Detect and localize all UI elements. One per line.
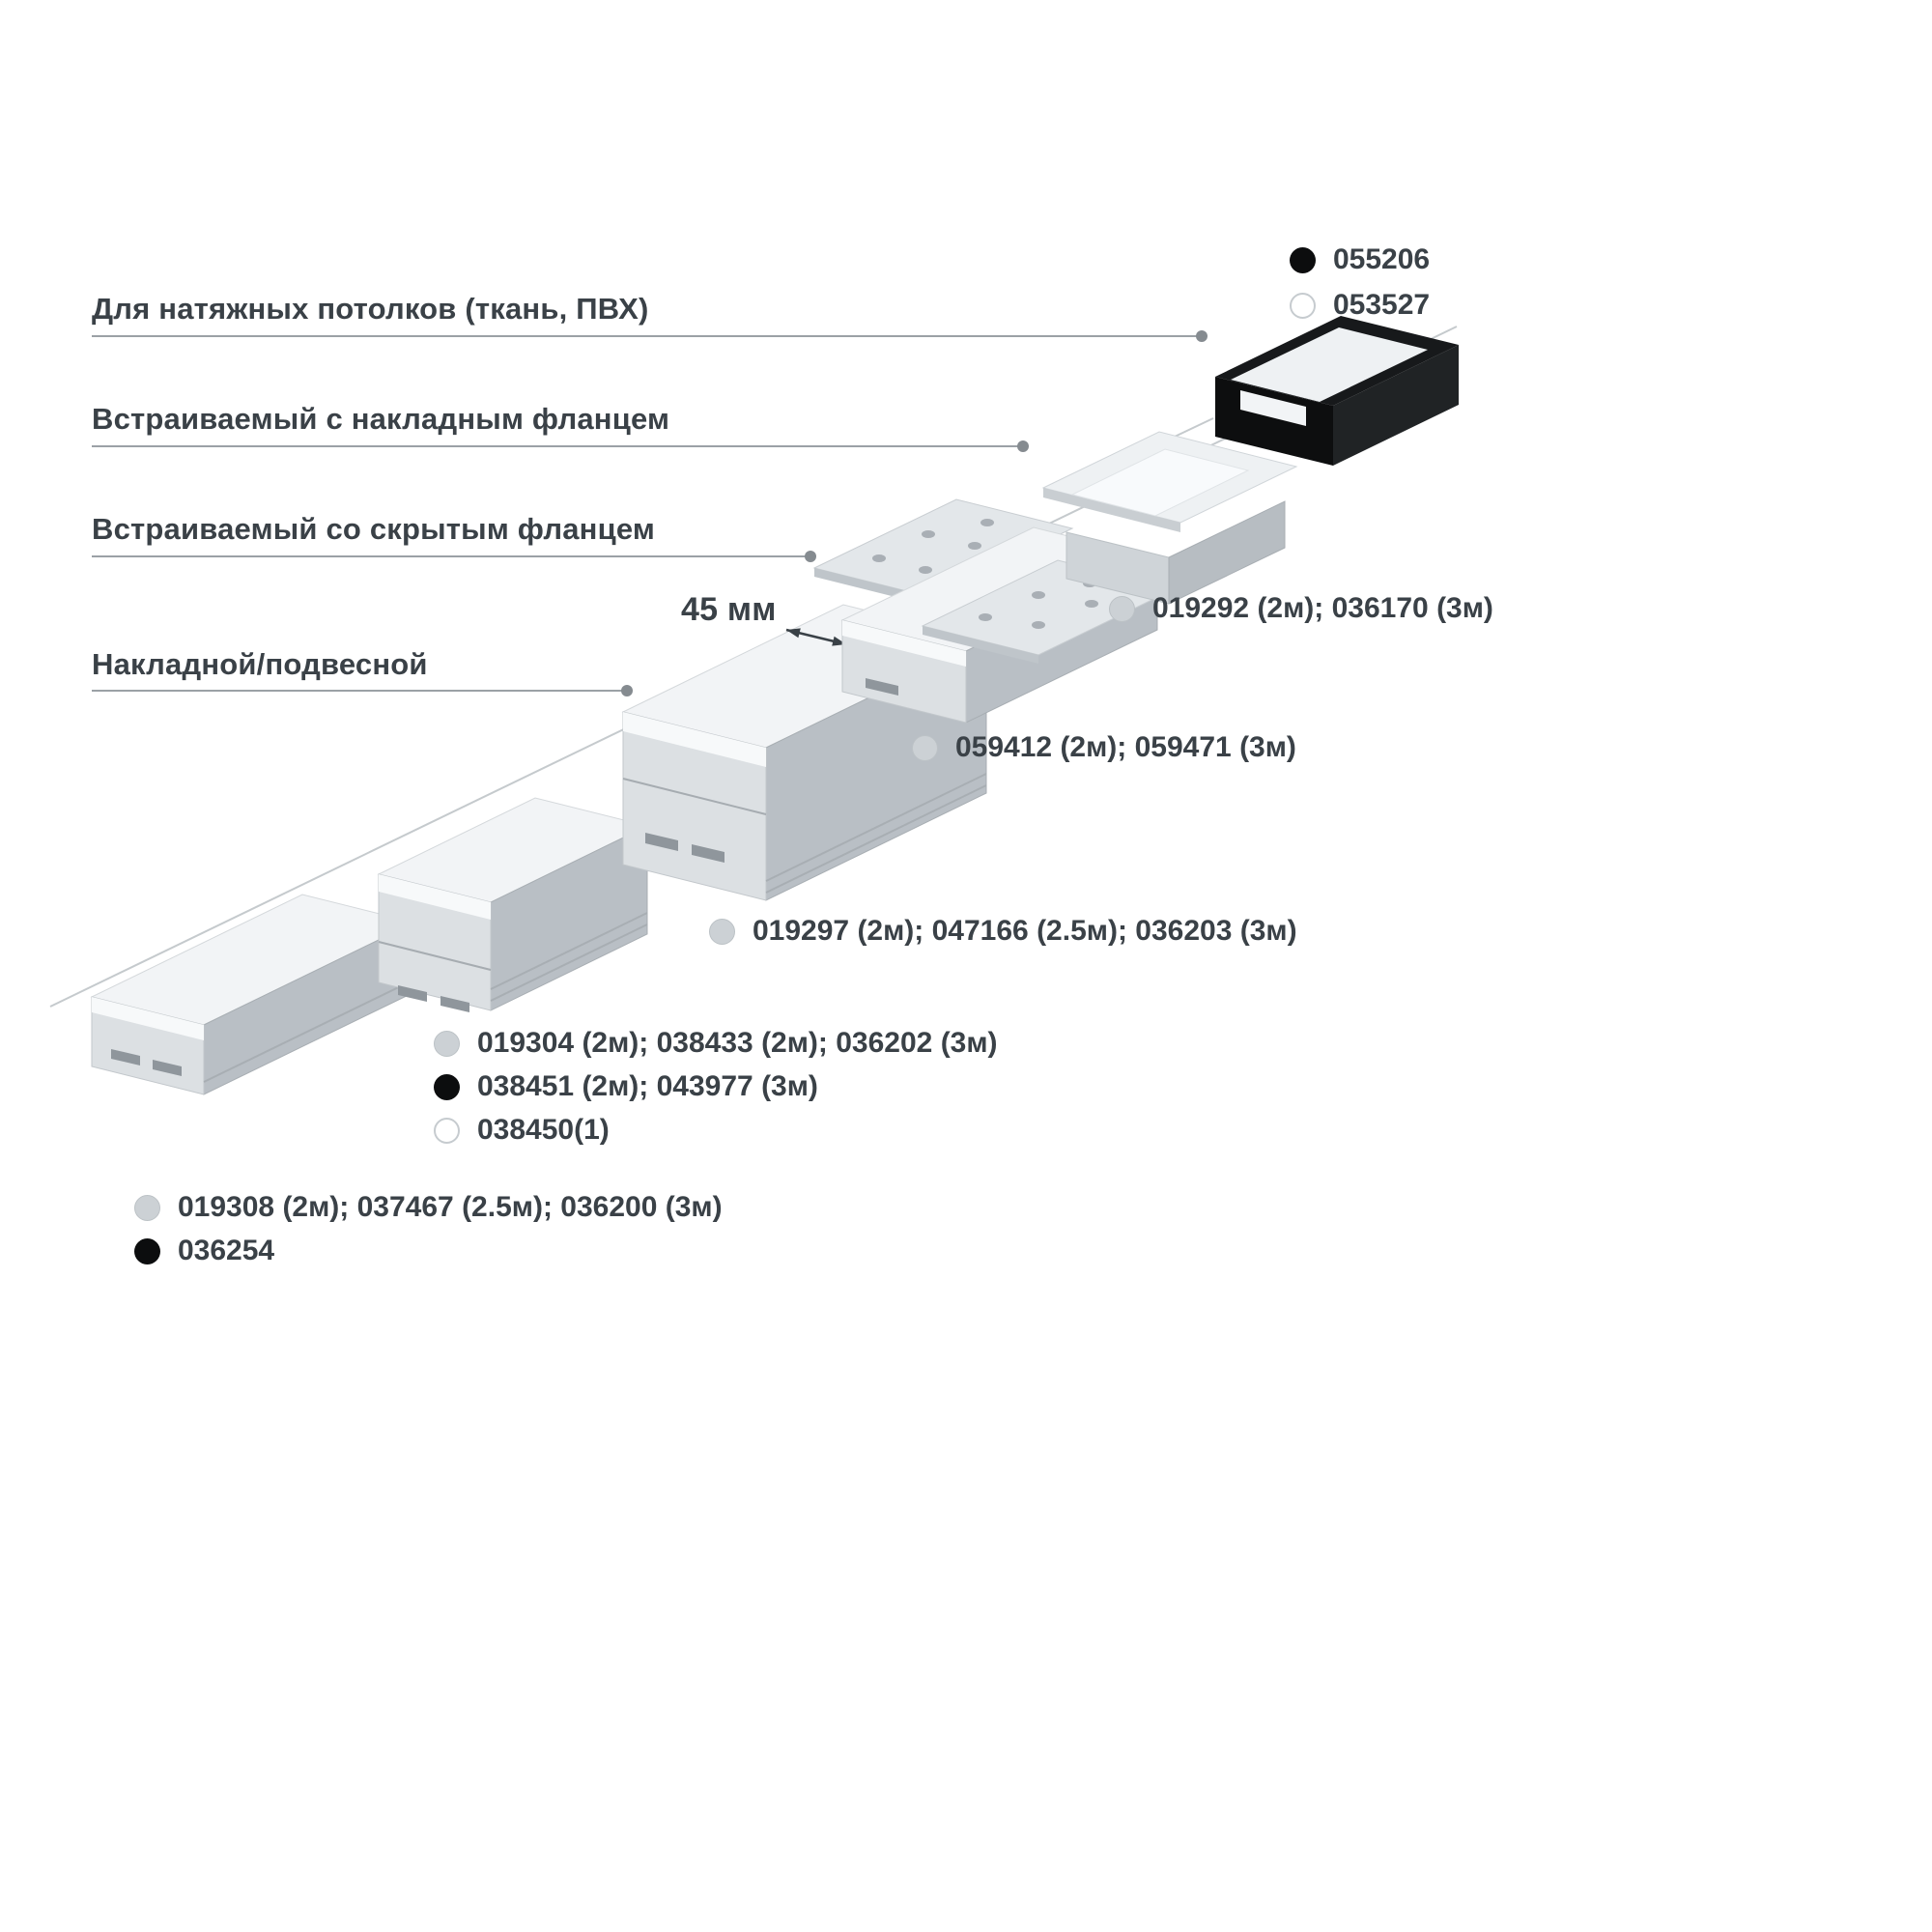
diffuser-edge bbox=[623, 712, 766, 767]
leader-line-surface-suspended bbox=[92, 685, 633, 696]
fin-line bbox=[765, 784, 987, 894]
fin-line bbox=[203, 979, 415, 1083]
plate-hole bbox=[1032, 621, 1045, 629]
diffuser-edge bbox=[842, 620, 966, 667]
part-codes-row: 038450(1) bbox=[434, 1114, 610, 1147]
color-dot bbox=[134, 1237, 160, 1264]
plate-hole bbox=[968, 542, 981, 550]
plate-hole bbox=[922, 530, 935, 538]
category-label-recessed-hidden-flange: Встраиваемый со скрытым фланцем bbox=[92, 512, 656, 546]
mounting-slot bbox=[692, 844, 724, 863]
plate-edge bbox=[923, 626, 1038, 664]
leader-line-stretch-ceiling bbox=[92, 330, 1208, 342]
mounting-slot bbox=[645, 833, 678, 851]
part-codes-row: 019292 (2м); 036170 (3м) bbox=[1109, 592, 1493, 625]
leader-line-recessed-surface-flange bbox=[92, 440, 1029, 452]
mounting-slot bbox=[866, 678, 898, 696]
color-dot bbox=[134, 1194, 160, 1221]
legend-item: 055206 bbox=[1290, 243, 1430, 276]
leader-endpoint-dot bbox=[805, 551, 816, 562]
color-dot bbox=[434, 1073, 460, 1100]
article-codes: 038450(1) bbox=[477, 1114, 610, 1146]
diffuser-slot bbox=[1240, 390, 1306, 426]
profile-square-medium bbox=[377, 797, 649, 1012]
legend-item: 053527 bbox=[1290, 289, 1430, 322]
category-label-recessed-surface-flange: Встраиваемый с накладным фланцем bbox=[92, 402, 670, 436]
article-codes: 036254 bbox=[178, 1235, 275, 1266]
diffuser-top-face bbox=[1231, 327, 1428, 402]
profile-recessed-surface-flange bbox=[1041, 431, 1298, 605]
profile-stretch-ceiling-black bbox=[1215, 316, 1459, 466]
inner-shelf-line bbox=[378, 941, 492, 971]
article-codes: 019308 (2м); 037467 (2.5м); 036200 (3м) bbox=[178, 1191, 723, 1223]
category-label-stretch-ceiling: Для натяжных потолков (ткань, ПВХ) bbox=[92, 292, 649, 326]
color-dot bbox=[434, 1117, 460, 1144]
fin-line bbox=[490, 912, 648, 990]
mounting-slot bbox=[440, 996, 469, 1012]
article-codes: 019292 (2м); 036170 (3м) bbox=[1152, 592, 1493, 624]
color-dot bbox=[1109, 595, 1135, 622]
article-codes: 019304 (2м); 038433 (2м); 036202 (3м) bbox=[477, 1027, 998, 1059]
plate-hole bbox=[872, 554, 886, 562]
profile-side-face bbox=[1168, 500, 1286, 605]
flange-edge bbox=[1043, 488, 1180, 532]
dimension-arrow bbox=[785, 628, 847, 646]
part-codes-row: 038451 (2м); 043977 (3м) bbox=[434, 1070, 818, 1103]
white-color-dot bbox=[1290, 292, 1316, 319]
inner-shelf-line bbox=[622, 778, 767, 815]
fin-line bbox=[765, 773, 987, 882]
part-codes-row: 059412 (2м); 059471 (3м) bbox=[912, 731, 1296, 764]
mounting-slot bbox=[111, 1049, 140, 1065]
color-dot bbox=[912, 734, 938, 761]
plate-hole bbox=[980, 519, 994, 526]
diffuser-edge bbox=[92, 997, 204, 1040]
leader-line-recessed-hidden-flange bbox=[92, 551, 816, 562]
black-color-dot bbox=[1290, 246, 1316, 273]
plate-hole bbox=[1085, 600, 1098, 608]
profile-square-large bbox=[621, 604, 988, 901]
color-dot bbox=[709, 918, 735, 945]
mounting-slot bbox=[398, 985, 427, 1002]
fin-line bbox=[490, 923, 648, 1002]
plate-hole bbox=[1032, 591, 1045, 599]
article-code: 055206 bbox=[1333, 243, 1431, 275]
profile-surface-mounted bbox=[90, 894, 416, 1095]
part-codes-row: 036254 bbox=[134, 1235, 274, 1267]
category-label-surface-suspended: Накладной/подвесной bbox=[92, 647, 428, 681]
plate-hole bbox=[919, 566, 932, 574]
leader-endpoint-dot bbox=[1017, 440, 1029, 452]
part-codes-row: 019304 (2м); 038433 (2м); 036202 (3м) bbox=[434, 1027, 998, 1060]
diffuser-edge bbox=[379, 874, 491, 920]
diffuser-top-face bbox=[1070, 448, 1250, 517]
article-code: 053527 bbox=[1333, 289, 1431, 321]
article-codes: 038451 (2м); 043977 (3м) bbox=[477, 1070, 818, 1102]
color-dot bbox=[434, 1030, 460, 1057]
plate-hole bbox=[979, 613, 992, 621]
part-codes-row: 019308 (2м); 037467 (2.5м); 036200 (3м) bbox=[134, 1191, 723, 1224]
mounting-slot bbox=[153, 1060, 182, 1076]
dimension-label: 45 мм bbox=[681, 591, 777, 628]
profile-side-face bbox=[1333, 345, 1459, 466]
article-codes: 059412 (2м); 059471 (3м) bbox=[955, 731, 1296, 763]
leader-endpoint-dot bbox=[1196, 330, 1208, 342]
arrowhead-left bbox=[786, 628, 801, 639]
leader-endpoint-dot bbox=[621, 685, 633, 696]
article-codes: 019297 (2м); 047166 (2.5м); 036203 (3м) bbox=[753, 915, 1297, 947]
part-codes-row: 019297 (2м); 047166 (2.5м); 036203 (3м) bbox=[709, 915, 1297, 948]
